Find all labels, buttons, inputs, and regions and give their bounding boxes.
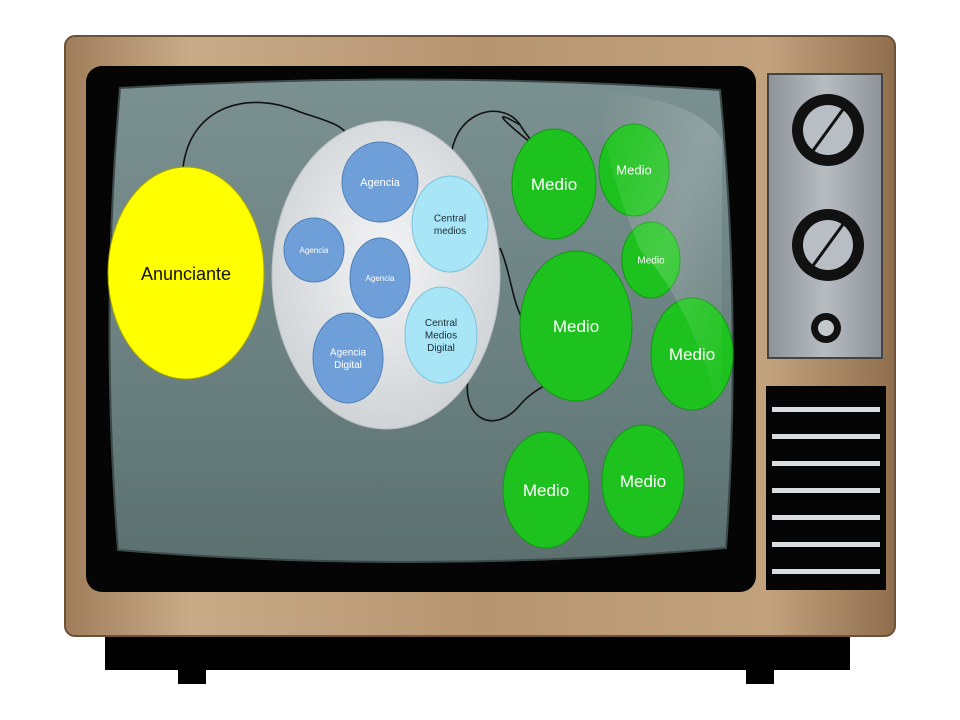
medio-6-node[interactable]: Medio bbox=[502, 431, 590, 549]
agencia-left-label: Agencia bbox=[300, 246, 329, 255]
connector-advertiser-agencies bbox=[182, 101, 351, 169]
speaker-slat bbox=[772, 461, 880, 466]
tv-foot-right bbox=[746, 668, 774, 684]
tv-base bbox=[105, 632, 850, 670]
medio-7-circle bbox=[601, 424, 685, 538]
agencia-left-circle bbox=[283, 217, 345, 283]
medio-1-node[interactable]: Medio bbox=[511, 128, 597, 240]
medio-1-label: Medio bbox=[531, 175, 577, 194]
central-medios-digital-circle bbox=[404, 286, 478, 384]
central-medios-digital-label: Digital bbox=[427, 343, 455, 354]
agencia-digital-label: Agencia bbox=[330, 347, 367, 358]
agencia-mid-circle bbox=[349, 237, 411, 319]
medio-4-node[interactable]: Medio bbox=[519, 250, 633, 402]
agencia-left-node[interactable]: Agencia bbox=[283, 217, 345, 283]
advertiser-node[interactable]: Anunciante bbox=[107, 166, 265, 380]
medio-6-label: Medio bbox=[523, 481, 569, 500]
screen-glare bbox=[600, 92, 722, 420]
connector-media-loop bbox=[502, 116, 541, 151]
connector-agencies-media-mid bbox=[499, 247, 523, 319]
agencia-top-label: Agencia bbox=[360, 177, 401, 189]
speaker-slat bbox=[772, 542, 880, 547]
advertiser-label: Anunciante bbox=[141, 264, 231, 284]
medio-4-label: Medio bbox=[553, 317, 599, 336]
agencia-digital-circle bbox=[312, 312, 384, 404]
speaker-grille-icon bbox=[766, 386, 886, 590]
speaker-slat bbox=[772, 569, 880, 574]
power-button-icon[interactable] bbox=[811, 313, 841, 343]
speaker-slat bbox=[772, 488, 880, 493]
advertiser-circle bbox=[107, 166, 265, 380]
agencia-mid-label: Agencia bbox=[366, 274, 395, 283]
speaker-slat bbox=[772, 407, 880, 412]
medio-1-circle bbox=[511, 128, 597, 240]
agencia-mid-node[interactable]: Agencia bbox=[349, 237, 411, 319]
dial-knob-icon[interactable] bbox=[792, 94, 864, 166]
speaker-slat bbox=[772, 434, 880, 439]
agencia-top-node[interactable]: Agencia bbox=[341, 141, 419, 223]
medio-7-label: Medio bbox=[620, 472, 666, 491]
central-medios-digital-label: Central bbox=[425, 318, 457, 329]
agency-nodes: AgenciaAgenciaAgenciaCentralmediosAgenci… bbox=[283, 141, 489, 404]
tv-control-panel bbox=[767, 73, 883, 359]
central-medios-label: medios bbox=[434, 226, 466, 237]
central-medios-digital-label: Medios bbox=[425, 331, 457, 342]
medio-6-circle bbox=[502, 431, 590, 549]
tv-foot-left bbox=[178, 668, 206, 684]
speaker-slat bbox=[772, 515, 880, 520]
connector-agencies-media-bottom bbox=[466, 377, 546, 422]
agencia-top-circle bbox=[341, 141, 419, 223]
central-medios-node[interactable]: Central medios bbox=[411, 175, 489, 273]
central-medios-label: Central bbox=[434, 213, 466, 224]
agencia-digital-label: Digital bbox=[334, 360, 362, 371]
dial-knob-icon[interactable] bbox=[792, 209, 864, 281]
medio-4-circle bbox=[519, 250, 633, 402]
medio-7-node[interactable]: Medio bbox=[601, 424, 685, 538]
central-medios-circle bbox=[411, 175, 489, 273]
